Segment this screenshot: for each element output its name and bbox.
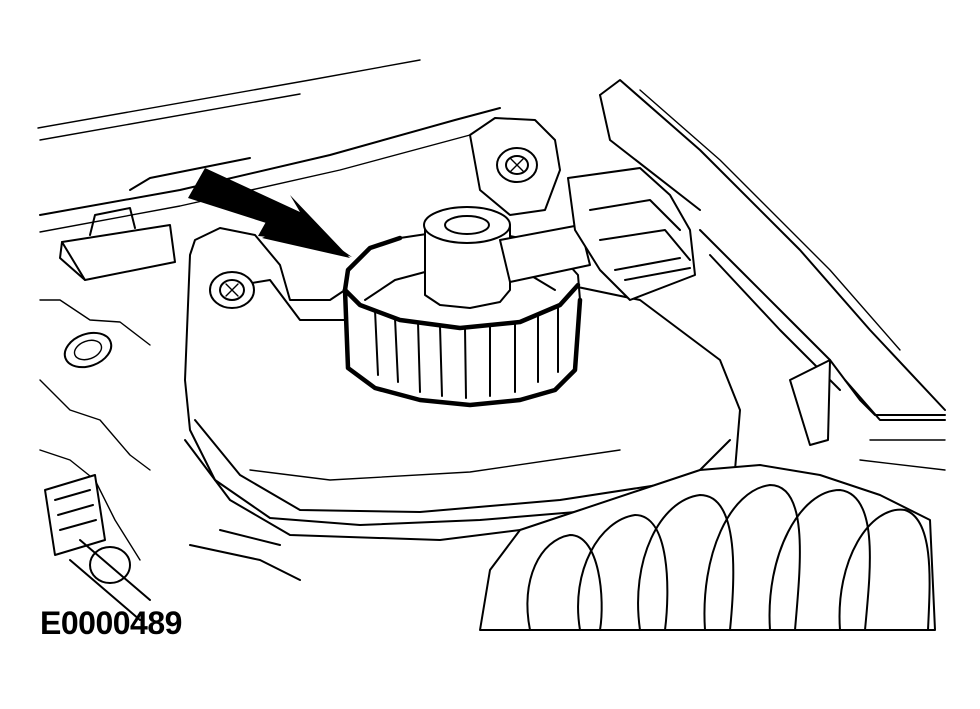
engine-bay-right <box>599 79 946 471</box>
pointer-arrow-lower <box>258 204 352 257</box>
air-intake-hose <box>479 464 936 631</box>
clamp-left <box>63 331 113 369</box>
bolt-left <box>209 271 255 309</box>
cap-sensor-stem <box>423 206 511 309</box>
fluid-level-sensor-connector <box>499 167 696 301</box>
figure-reference-id: E0000489 <box>40 605 182 641</box>
connector-left <box>44 474 301 621</box>
mounting-bracket-left <box>59 207 176 281</box>
engine-bay-background <box>37 59 501 561</box>
pointer-arrows <box>188 168 352 258</box>
bracket-upper <box>469 117 561 216</box>
